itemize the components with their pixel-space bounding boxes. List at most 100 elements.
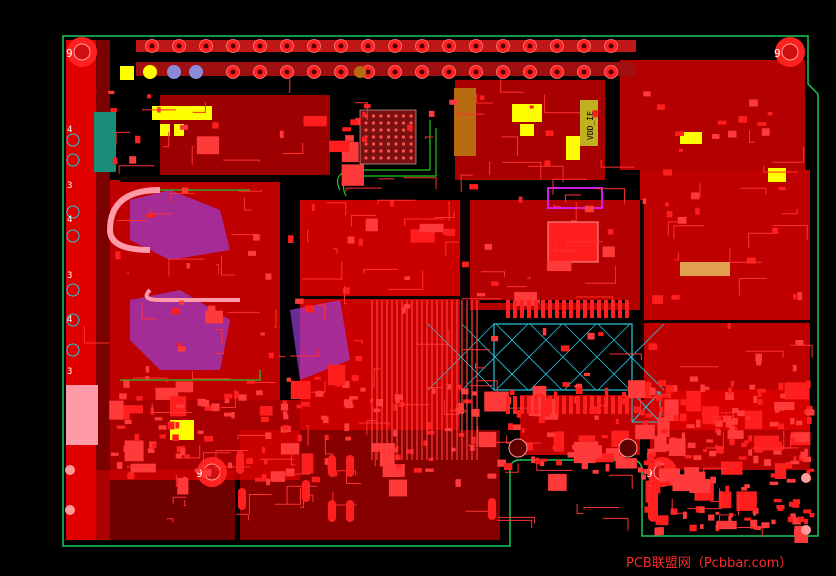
bga-ball [379,121,383,125]
header-pin-hole [257,43,263,49]
smd-pad [514,291,537,306]
smd-pad [594,415,599,420]
smd-pad [256,390,263,396]
smd-pad [127,473,135,480]
smd-pad [167,421,175,430]
smd-pad [601,435,608,439]
smd-pad [335,382,341,387]
smd-pad [712,134,720,139]
trace [750,436,791,449]
bga-ball [394,149,398,153]
smd-pad [583,372,590,377]
trace [763,165,798,173]
trace [316,304,326,321]
smd-pad [732,408,739,414]
smd-pad [116,462,123,469]
header-pin-hole [230,43,236,49]
trace [736,495,739,516]
smd-pad [432,388,436,394]
smd-pad [657,104,665,110]
purple-trace-bundle [130,190,350,380]
bus-pad [576,396,580,414]
smd-pad [518,196,523,203]
bga-ball [409,156,413,160]
smd-pad [695,506,700,513]
smd-pad [491,335,499,342]
smd-pad [159,434,166,439]
smd-pad [282,425,289,430]
header-pin-hole [176,43,182,49]
header-pin-hole [284,69,290,75]
trace [745,350,784,358]
smd-pad [680,399,689,406]
bus-pad [604,300,608,318]
smd-pad [691,192,700,200]
smd-pad [394,394,404,400]
smd-pad [296,404,302,409]
smd-pad [389,200,394,207]
smd-pad [521,428,525,433]
trace [772,225,808,240]
smd-pad [654,527,660,536]
smd-pad [419,223,444,233]
trace [118,165,155,174]
smd-pad [748,449,753,456]
header-pin-hole [392,69,398,75]
header-pin-hole [392,43,398,49]
trace [115,131,131,145]
bga-ball [401,149,406,153]
trace [116,220,147,222]
smd-pad [773,450,782,455]
smd-pad [803,456,811,462]
smd-pad [670,477,677,485]
smd-pad [350,119,358,126]
trace [374,449,396,466]
smd-pad [707,496,711,501]
hole-label: 9 [66,47,73,60]
smd-pad [556,236,580,254]
smd-pad [205,310,223,324]
hatch-line [563,323,631,391]
trace [288,78,291,93]
trace [274,309,277,328]
smd-pad [637,467,644,473]
trace [277,471,310,475]
smd-pad [662,444,671,451]
mounting-hole-top-right: 9 [774,37,805,67]
smd-pad [757,388,766,393]
trace [576,504,584,514]
bga-ball [409,149,413,153]
trace [151,403,193,413]
smd-pad [108,90,115,94]
bga-ball [394,114,398,118]
smd-pad [723,415,732,423]
bga-ball [394,142,398,146]
smd-pad [795,432,809,442]
bus-pad [590,300,594,318]
smd-pad [703,449,707,453]
trace [345,187,382,192]
trace [500,79,524,93]
smd-pad [797,292,803,301]
smd-pad [261,447,266,454]
smd-pad [130,463,156,473]
trace [377,199,416,205]
smd-pad [721,461,743,475]
bga-ball [409,135,413,139]
smd-pad [777,505,784,511]
smd-pad [642,420,649,426]
smd-pad [247,250,256,256]
watermark-text: PCB联盟网（Pcbbar.com） [626,556,793,571]
smd-pad [753,395,758,403]
trace [302,261,343,280]
bus-pad [555,300,559,318]
smd-pad [640,409,645,416]
header-pin-hole [419,69,425,75]
header-pin-hole [446,69,452,75]
trace [671,498,684,514]
smd-pad [671,294,680,300]
smd-pad [641,474,646,480]
smd-pad [172,434,179,441]
hole-label: 9 [774,47,781,60]
trace [680,366,718,368]
